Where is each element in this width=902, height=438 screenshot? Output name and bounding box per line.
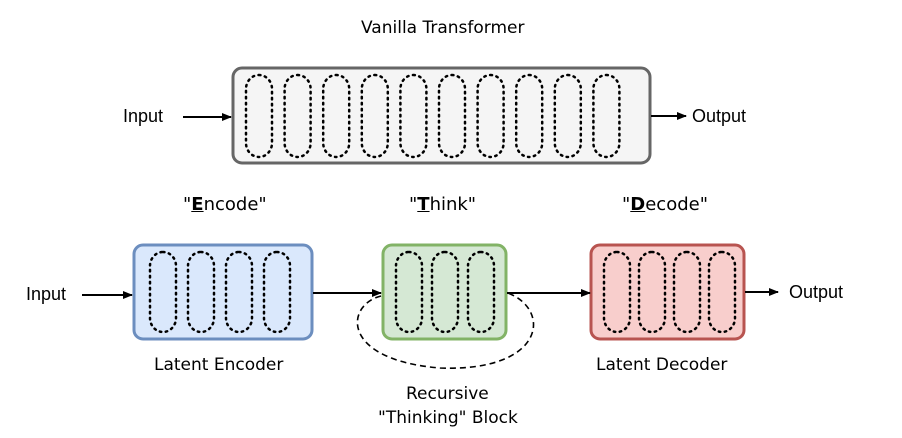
transformer-layer <box>437 73 467 159</box>
transformer-layer <box>283 73 312 159</box>
latent-encoder-block <box>132 243 314 341</box>
thinking-block <box>381 243 508 341</box>
recursion-loop <box>356 292 535 369</box>
transformer-layer <box>244 73 274 159</box>
encode-heading-rest: ncode" <box>203 194 267 215</box>
vanilla-transformer-layers <box>244 73 621 159</box>
decoder-layer <box>672 250 702 334</box>
encode-heading-open: " <box>183 194 192 215</box>
decoder-layer <box>602 250 632 334</box>
thinking-layer <box>394 250 424 334</box>
thinking-layer <box>466 250 496 334</box>
transformer-layer <box>592 73 621 159</box>
transformer-layer <box>360 73 390 159</box>
encoder-layer <box>224 250 254 334</box>
encoder-layer <box>186 250 216 334</box>
think-heading-open: " <box>409 194 418 215</box>
think-heading: "Think" <box>409 196 476 214</box>
vanilla-transformer-block <box>231 66 652 165</box>
latent-decoder-block <box>589 243 746 341</box>
transformer-layer <box>553 73 583 159</box>
bottom-output-label: Output <box>789 282 844 302</box>
decode-heading: "Decode" <box>622 196 708 214</box>
diagram-title: Vanilla Transformer <box>361 18 525 38</box>
encoder-layers <box>148 250 292 334</box>
bottom-input-label: Input <box>26 284 67 304</box>
decode-heading-open: " <box>622 194 631 215</box>
transformer-layer <box>514 73 544 159</box>
think-heading-key: T <box>417 194 430 215</box>
transformer-layer <box>399 73 428 159</box>
thinking-label-line2: "Thinking" Block <box>378 408 518 428</box>
top-output-label: Output <box>692 106 747 126</box>
latent-encoder-label: Latent Encoder <box>154 355 284 375</box>
thinking-layers <box>394 250 496 334</box>
decoder-layer <box>637 250 667 334</box>
decoder-layer <box>707 250 737 334</box>
think-heading-rest: hink" <box>429 194 477 215</box>
transformer-layer <box>321 73 351 159</box>
decoder-layers <box>602 250 737 334</box>
thinking-label-line1: Recursive <box>406 384 489 404</box>
encode-heading-key: E <box>191 194 204 215</box>
encoder-layer <box>148 250 178 334</box>
transformer-layer <box>476 73 505 159</box>
encode-heading: "Encode" <box>183 196 267 214</box>
decode-heading-key: D <box>630 194 646 215</box>
latent-decoder-label: Latent Decoder <box>596 355 728 375</box>
decode-heading-rest: ecode" <box>645 194 708 215</box>
encoder-layer <box>262 250 292 334</box>
top-input-label: Input <box>123 106 164 126</box>
thinking-layer <box>430 250 460 334</box>
